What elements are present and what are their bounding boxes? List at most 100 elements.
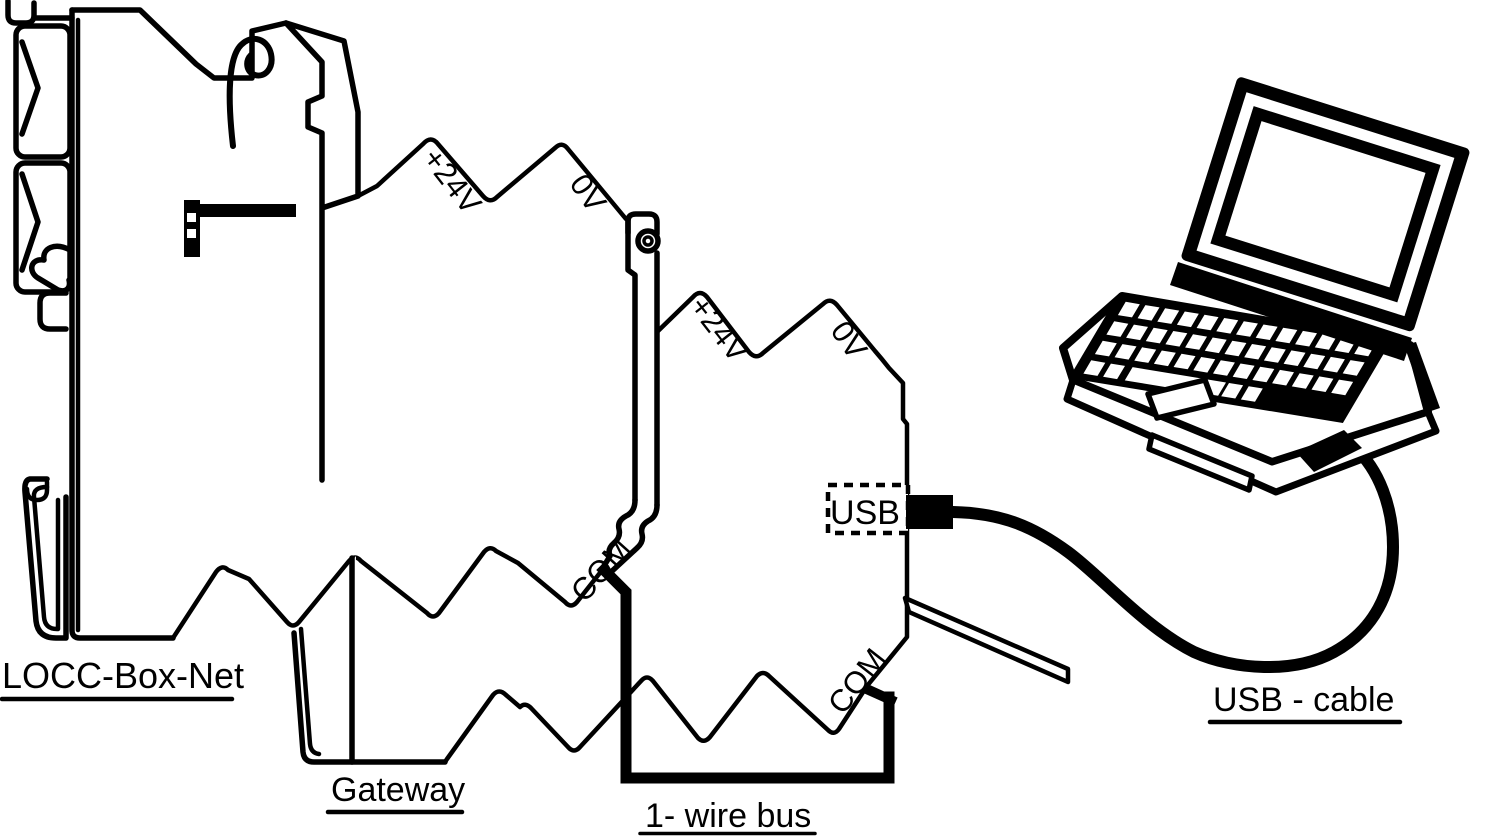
laptop-key xyxy=(1145,327,1168,344)
laptop-key xyxy=(1311,376,1334,392)
laptop-key xyxy=(1232,363,1255,379)
laptop-key xyxy=(1126,324,1148,341)
laptop-key xyxy=(1323,356,1345,373)
din-rail-spring-lower-icon xyxy=(19,171,41,273)
laptop-key xyxy=(1106,321,1129,337)
din-rail-mid-hook xyxy=(37,290,69,332)
usb-cable-path xyxy=(947,441,1399,674)
laptop-key xyxy=(1252,366,1275,383)
laptop-key xyxy=(1244,344,1267,360)
laptop-key xyxy=(1216,318,1239,334)
label-locc-box-net: LOCC-Box-Net xyxy=(2,655,244,696)
din-rail-lip-hook xyxy=(24,479,50,503)
second-module-eyelet-inner xyxy=(642,235,654,247)
laptop-key xyxy=(1291,373,1314,389)
locc-module-contact-slit-2 xyxy=(187,229,196,238)
laptop-screen xyxy=(1181,77,1470,332)
laptop-key xyxy=(1221,383,1244,399)
captions: LOCC-Box-Net Gateway 1- wire bus USB - c… xyxy=(0,655,1403,836)
din-rail-lip-inner xyxy=(31,484,61,632)
wire-power-left-path xyxy=(355,137,629,222)
locc-module-foot-outline xyxy=(283,20,361,483)
laptop-key xyxy=(1196,314,1219,331)
laptop-key xyxy=(1295,330,1317,347)
laptop-key xyxy=(1153,350,1176,367)
locc-module-contact-slit-1 xyxy=(187,213,196,222)
locc-module-contact-bracket-arm xyxy=(197,204,296,217)
laptop-trackpad xyxy=(1145,377,1217,421)
wire-power-right-path xyxy=(442,290,910,765)
laptop-key xyxy=(1157,308,1180,324)
wire-label-com-right: COM xyxy=(821,642,893,721)
one-wire-bus-path xyxy=(596,562,895,784)
din-rail-spring-upper-icon xyxy=(19,39,41,137)
laptop-key xyxy=(1094,340,1117,357)
gateway-body-fill xyxy=(296,556,356,758)
wire-label-0v-left: 0V xyxy=(563,167,614,218)
gateway-bottom-left-edge xyxy=(291,630,448,765)
laptop-key xyxy=(1134,347,1157,363)
locc-box-net-module xyxy=(69,7,361,641)
laptop-key xyxy=(1255,324,1278,340)
one-wire-bus-line xyxy=(596,562,898,784)
laptop-key xyxy=(1342,360,1365,376)
wire-label-0v-right: 0V xyxy=(824,314,875,365)
laptop-screen-display xyxy=(1225,121,1426,288)
laptop-key xyxy=(1314,334,1337,350)
gateway-module xyxy=(291,555,448,765)
second-module-foot-left xyxy=(601,497,638,569)
laptop-key xyxy=(1176,311,1199,328)
second-locc-box-module xyxy=(601,211,661,575)
locc-module-left-edge xyxy=(69,7,176,641)
laptop-key xyxy=(1263,347,1286,363)
laptop-key xyxy=(1303,353,1326,370)
locc-module-spring-clip xyxy=(226,35,275,149)
wire-power-left: +24V 0V xyxy=(355,137,629,222)
laptop-key xyxy=(1185,334,1207,350)
laptop-key xyxy=(1173,353,1196,370)
usb-plug-icon xyxy=(906,495,953,529)
locc-module-top-outline xyxy=(69,7,289,81)
laptop-key xyxy=(1114,344,1137,360)
din-rail-clip-curl xyxy=(29,243,73,294)
laptop-key xyxy=(1275,327,1298,344)
laptop-hinge-bar xyxy=(1170,262,1412,361)
laptop-key xyxy=(1193,357,1216,373)
usb-port: USB xyxy=(825,482,953,536)
laptop-key xyxy=(1213,360,1235,376)
laptop-key xyxy=(1240,386,1263,402)
laptop-front-slot xyxy=(1146,432,1255,493)
label-usb-cable: USB - cable xyxy=(1213,681,1394,719)
second-module-foot-right xyxy=(608,502,660,575)
laptop-key xyxy=(1272,369,1294,386)
din-rail-lip-outer xyxy=(22,476,69,641)
laptop-key xyxy=(1331,379,1354,396)
gateway-left-edge-inner xyxy=(298,626,322,757)
laptop-key xyxy=(1117,301,1140,318)
twin-wire-lead xyxy=(902,595,1071,685)
usb-port-label: USB xyxy=(830,494,900,532)
second-module-body-fill xyxy=(606,219,657,571)
label-one-wire-bus: 1- wire bus xyxy=(645,797,811,835)
laptop-key xyxy=(1137,305,1160,321)
laptop-corner-block xyxy=(1296,430,1362,472)
second-module-eyelet-icon xyxy=(635,228,661,254)
wire-com-left: COM xyxy=(147,531,638,641)
label-gateway: Gateway xyxy=(331,771,465,809)
din-rail xyxy=(5,0,75,641)
laptop xyxy=(1059,77,1470,496)
laptop-key xyxy=(1204,337,1227,354)
din-rail-top-hook xyxy=(5,0,37,26)
laptop-key xyxy=(1236,321,1258,337)
wire-label-24v-right: +24V xyxy=(683,289,756,369)
laptop-base-rim xyxy=(1063,376,1440,496)
one-wire-bus-stub xyxy=(864,684,898,707)
wire-com-left-path xyxy=(147,546,606,641)
laptop-key xyxy=(1165,331,1188,347)
laptop-key xyxy=(1283,350,1306,366)
laptop-key xyxy=(1083,360,1106,376)
laptop-right-side xyxy=(1404,342,1440,412)
laptop-key xyxy=(1103,363,1125,380)
